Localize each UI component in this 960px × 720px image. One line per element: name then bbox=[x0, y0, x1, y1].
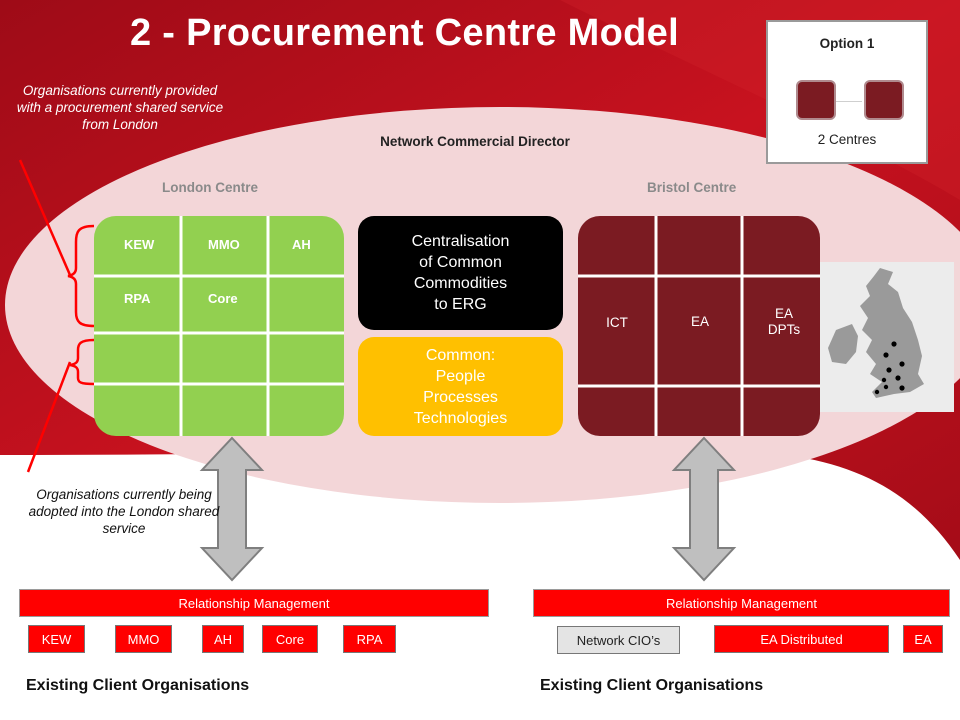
client-chip-ea: EA bbox=[903, 625, 943, 653]
bracket-bottom bbox=[69, 338, 95, 386]
london-cell-rpa: RPA bbox=[124, 291, 151, 306]
option-panel: Option 1 2 Centres bbox=[766, 20, 928, 164]
london-cell-kew: KEW bbox=[124, 237, 155, 252]
common-text: Common: People Processes Technologies bbox=[413, 346, 508, 427]
option-subtitle: 2 Centres bbox=[817, 132, 877, 147]
network-commercial-director: Network Commercial Director bbox=[380, 134, 570, 149]
right-existing-clients-label: Existing Client Organisations bbox=[540, 677, 764, 694]
ireland-map bbox=[828, 324, 858, 364]
london-cell-ah: AH bbox=[292, 237, 311, 252]
option-title: Option 1 bbox=[819, 36, 875, 51]
right-double-arrow bbox=[671, 436, 737, 582]
bristol-grid bbox=[578, 216, 820, 436]
bristol-centre-label: Bristol Centre bbox=[647, 180, 737, 195]
bristol-cell-ea-dpts: EA DPTs bbox=[767, 306, 801, 337]
centre-square-icon bbox=[796, 80, 836, 120]
uk-map bbox=[860, 268, 924, 398]
client-chip-ah: AH bbox=[202, 625, 244, 653]
client-chip-ea-distributed: EA Distributed bbox=[714, 625, 889, 653]
london-centre-label: London Centre bbox=[162, 180, 258, 195]
connector-line bbox=[836, 101, 862, 102]
note-current-shared-service: Organisations currently provided with a … bbox=[16, 83, 224, 132]
right-relationship-management: Relationship Management bbox=[533, 589, 950, 617]
left-double-arrow bbox=[199, 436, 265, 582]
client-chip-core: Core bbox=[262, 625, 318, 653]
pointer-line-top bbox=[18, 159, 72, 276]
bristol-cell-ict: ICT bbox=[606, 315, 628, 330]
bracket-top bbox=[67, 224, 95, 328]
client-chip-rpa: RPA bbox=[343, 625, 396, 653]
left-relationship-management: Relationship Management bbox=[19, 589, 489, 617]
london-cell-mmo: MMO bbox=[208, 237, 240, 252]
note-being-adopted: Organisations currently being adopted in… bbox=[28, 487, 220, 536]
client-chip-kew: KEW bbox=[28, 625, 85, 653]
pointer-line-bottom bbox=[26, 361, 72, 473]
london-grid bbox=[94, 216, 344, 436]
client-chip-mmo: MMO bbox=[115, 625, 172, 653]
left-existing-clients-label: Existing Client Organisations bbox=[26, 677, 250, 694]
centralisation-box: Centralisation of Common Commodities to … bbox=[358, 216, 563, 330]
centre-square-icon bbox=[864, 80, 904, 120]
bristol-cell-ea: EA bbox=[690, 314, 709, 329]
client-chip-network-cios: Network CIO’s bbox=[557, 626, 680, 654]
page-title: 2 - Procurement Centre Model bbox=[130, 12, 679, 54]
london-cell-core: Core bbox=[208, 291, 238, 306]
common-box: Common: People Processes Technologies bbox=[358, 337, 563, 436]
centralisation-text: Centralisation of Common Commodities to … bbox=[411, 233, 510, 313]
